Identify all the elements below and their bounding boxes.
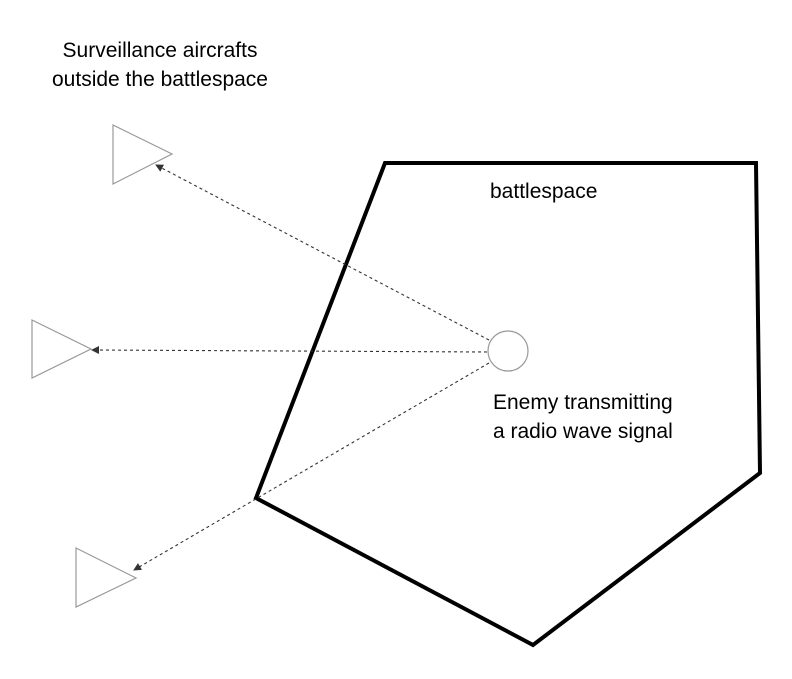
aircraft-caption: Surveillance aircrafts outside the battl… — [18, 36, 302, 94]
aircraft-caption-line-2: outside the battlespace — [52, 68, 268, 91]
battlespace-boundary — [253, 161, 763, 648]
surveillance-aircraft-bottom-icon — [75, 547, 138, 608]
enemy-caption: Enemy transmitting a radio wave signal — [493, 388, 673, 446]
surveillance-aircraft-middle-icon — [31, 319, 93, 379]
signal-arrow-to-middle-aircraft — [91, 346, 488, 355]
battlespace-label: battlespace — [490, 180, 598, 203]
surveillance-aircraft-top-icon — [112, 124, 174, 185]
enemy-emitter-icon — [487, 330, 529, 372]
signal-arrow-to-top-aircraft — [155, 164, 490, 341]
enemy-caption-line-1: Enemy transmitting — [493, 391, 673, 414]
aircraft-caption-line-1: Surveillance aircrafts — [62, 39, 258, 62]
signal-arrow-to-bottom-aircraft — [133, 362, 490, 571]
enemy-caption-line-2: a radio wave signal — [493, 420, 673, 443]
